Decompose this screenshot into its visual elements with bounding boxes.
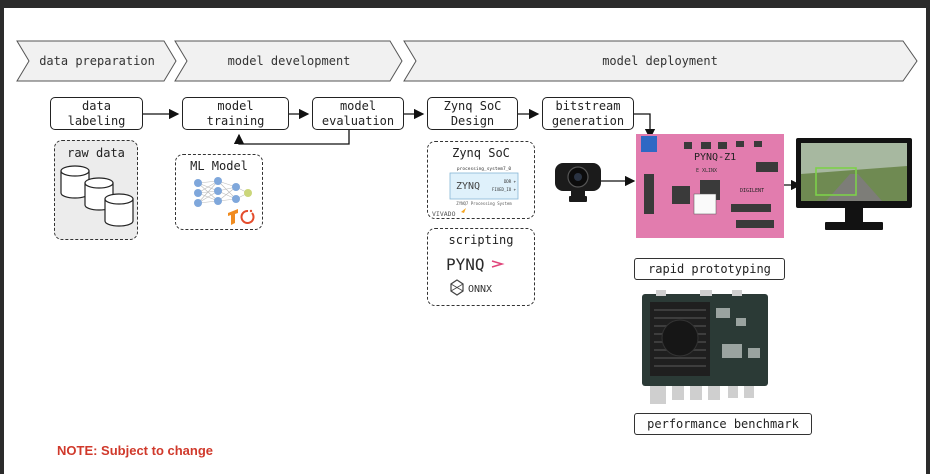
detection-bounding-box: [815, 167, 857, 196]
label-performance-benchmark: performance benchmark: [634, 413, 812, 435]
step-model-evaluation[interactable]: model evaluation: [312, 97, 404, 130]
group-raw-data: raw data: [54, 140, 138, 240]
group-title: Zynq SoC: [452, 146, 510, 160]
arrow-bitstream-to-board: [634, 113, 656, 140]
step-data-labeling[interactable]: data labeling: [50, 97, 143, 130]
arrow-feedback-loop: [233, 130, 350, 145]
zynq-logo-text: ZYNQ: [456, 181, 480, 192]
tensorflow-icon: [228, 209, 238, 225]
zynq-block-diagram: processing_system7_0 ZYNQ DDR + FIXED_IO…: [432, 166, 519, 218]
monitor-icon: [796, 138, 912, 230]
top-bar: [0, 0, 930, 8]
phase-label: model deployment: [602, 54, 718, 68]
group-title: scripting: [448, 233, 514, 247]
database-icon: [60, 165, 134, 227]
vivado-logo: VIVADO: [432, 210, 456, 218]
scripting-logos: PYNQ ONNX: [446, 255, 505, 296]
group-title: raw data: [67, 146, 125, 160]
phase-chevron-model-deployment: model deployment: [403, 40, 918, 82]
group-ml-model: ML Model: [175, 154, 263, 230]
benchmark-board: [642, 290, 768, 404]
phase-chevron-model-development: model development: [174, 40, 403, 82]
group-scripting: scripting PYNQ ONNX: [427, 228, 535, 306]
step-model-training[interactable]: model training: [182, 97, 289, 130]
phase-label: data preparation: [39, 54, 155, 68]
label-rapid-prototyping: rapid prototyping: [634, 258, 785, 280]
pynq-logo: PYNQ: [446, 255, 485, 274]
pynq-z1-board: PYNQ-Z1 E XLINX DIGILENT: [636, 134, 784, 238]
group-zynq-soc: Zynq SoC processing_system7_0 ZYNQ DDR +…: [427, 141, 535, 219]
neural-network-icon: [194, 177, 255, 225]
phase-label: model development: [228, 54, 351, 68]
onnx-icon: [450, 279, 464, 296]
diagram-canvas: [4, 8, 926, 474]
board-name: PYNQ-Z1: [694, 152, 736, 163]
board-vendor: E XLINX: [696, 168, 717, 174]
step-bitstream-generation[interactable]: bitstream generation: [542, 97, 634, 130]
pytorch-icon: [240, 209, 255, 224]
zynq-port-label: FIXED_IO +: [492, 187, 517, 192]
note-text: NOTE: Subject to change: [57, 443, 214, 458]
zynq-caption: ZYNQ7 Processing System: [456, 201, 512, 206]
zynq-instance-label: processing_system7_0: [457, 166, 511, 172]
webcam-icon: [555, 163, 601, 202]
board-brand: DIGILENT: [740, 188, 764, 194]
step-zynq-soc-design[interactable]: Zynq SoC Design: [427, 97, 518, 130]
phase-chevron-data-preparation: data preparation: [16, 40, 177, 82]
onnx-logo: ONNX: [468, 284, 492, 295]
group-title: ML Model: [190, 159, 248, 173]
zynq-port-label: DDR +: [504, 179, 517, 184]
